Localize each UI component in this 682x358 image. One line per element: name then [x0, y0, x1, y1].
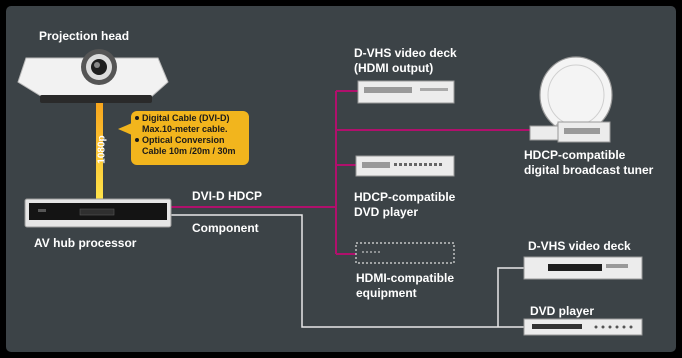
projector-icon — [17, 49, 169, 103]
av-hub-icon — [24, 198, 172, 228]
dvi-wiring — [170, 90, 530, 255]
tuner-label-line2: digital broadcast tuner — [524, 163, 654, 177]
hdmi-equipment-icon — [355, 242, 455, 264]
tuner-label-line1: HDCP-compatible — [524, 148, 626, 162]
dvhs-deck-label: D-VHS video deck — [528, 239, 631, 253]
dvd-hdcp-label-line1: HDCP-compatible — [354, 190, 456, 204]
dvd-hdcp-player-icon — [355, 155, 455, 177]
av-hub-label: AV hub processor — [34, 236, 137, 250]
dvhs-hdmi-label-line2: (HDMI output) — [354, 61, 434, 75]
hdmi-equip-label-line2: equipment — [356, 286, 417, 300]
callout-item-optical-cable: Optical Conversion Cable 10m /20m / 30m — [135, 135, 245, 157]
hdmi-equip-label-line1: HDMI-compatible — [356, 271, 455, 285]
dvhs-deck-icon — [523, 256, 643, 280]
resolution-label: 1080p — [96, 135, 108, 164]
component-link-label: Component — [192, 221, 259, 235]
dvi-link-label: DVI-D HDCP — [192, 189, 263, 203]
dvhs-hdmi-label-line1: D-VHS video deck — [354, 46, 457, 60]
dvd-player-icon — [523, 318, 643, 336]
projection-head-label: Projection head — [39, 29, 130, 43]
dvd-player-label: DVD player — [530, 304, 595, 318]
dvhs-hdmi-deck-icon — [357, 80, 455, 104]
callout-pointer — [118, 123, 132, 135]
dvd-hdcp-label-line2: DVD player — [354, 205, 419, 219]
callout-item-digital-cable: Digital Cable (DVI-D) Max.10-meter cable… — [135, 113, 245, 135]
cable-callout: Digital Cable (DVI-D) Max.10-meter cable… — [131, 111, 249, 165]
tuner-icon — [529, 56, 613, 143]
projector-beam — [96, 97, 103, 199]
component-wiring — [170, 214, 524, 328]
